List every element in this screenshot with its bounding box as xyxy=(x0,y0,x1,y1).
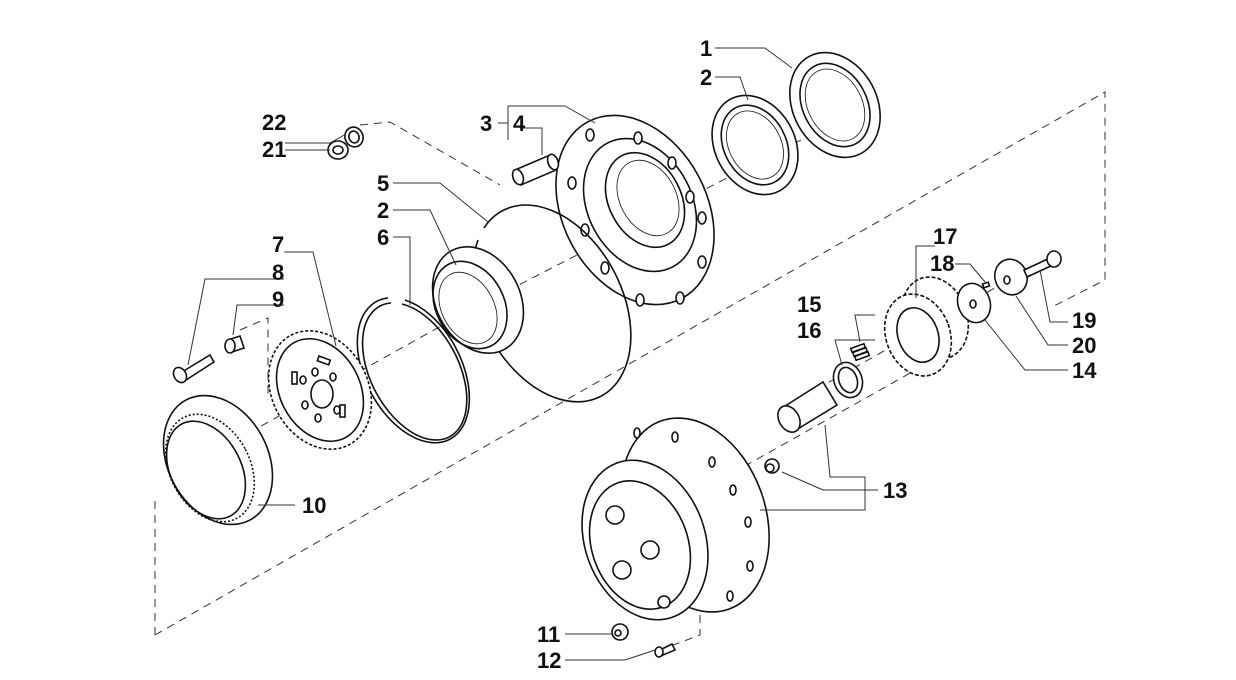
callout-11: 11 xyxy=(537,622,560,647)
leader-lines xyxy=(187,47,1068,661)
part-washer-small[interactable] xyxy=(342,125,366,150)
part-plug[interactable] xyxy=(611,623,629,641)
part-hub[interactable] xyxy=(524,88,745,332)
part-nut[interactable] xyxy=(327,140,349,160)
callout-2-inner: 2 xyxy=(377,198,389,223)
callout-14: 14 xyxy=(1072,358,1097,383)
part-plug-13[interactable] xyxy=(764,458,780,474)
part-spacer-ring[interactable] xyxy=(829,358,868,401)
callout-1: 1 xyxy=(700,36,712,61)
callout-22: 22 xyxy=(262,110,286,135)
part-pin[interactable] xyxy=(981,281,991,289)
part-planet-carrier[interactable] xyxy=(561,397,795,637)
part-ring-gear[interactable] xyxy=(142,376,294,543)
part-seal[interactable] xyxy=(772,37,898,174)
part-bushing[interactable] xyxy=(224,334,246,354)
callout-2-outer: 2 xyxy=(700,65,712,90)
callout-10: 10 xyxy=(302,493,326,518)
part-needle-rollers[interactable] xyxy=(849,342,871,362)
callout-19: 19 xyxy=(1072,308,1096,333)
callout-21: 21 xyxy=(262,137,286,162)
callout-6: 6 xyxy=(377,225,389,250)
callout-9: 9 xyxy=(272,287,284,312)
part-bolt[interactable] xyxy=(1022,250,1062,279)
carrier-bolt-holes xyxy=(633,427,754,602)
callout-16: 16 xyxy=(797,318,821,343)
part-screw-small[interactable] xyxy=(654,642,677,658)
part-planet-gear[interactable] xyxy=(874,268,980,386)
callout-7: 7 xyxy=(272,232,284,257)
part-screw[interactable] xyxy=(171,353,216,385)
callout-18: 18 xyxy=(930,251,954,276)
part-ring-gear-carrier[interactable] xyxy=(249,313,392,468)
callout-17: 17 xyxy=(933,224,957,249)
callout-20: 20 xyxy=(1072,333,1096,358)
callout-labels: 1 2 3 4 5 2 6 7 8 9 10 11 12 13 14 15 16… xyxy=(262,36,1097,673)
callout-15: 15 xyxy=(797,292,821,317)
part-snap-ring[interactable] xyxy=(356,297,471,444)
hub-bolt-holes xyxy=(567,128,707,307)
part-planet-pin[interactable] xyxy=(773,380,839,436)
callout-8: 8 xyxy=(272,260,284,285)
part-washer[interactable] xyxy=(990,255,1032,300)
callout-3: 3 xyxy=(480,111,492,136)
part-thrust-washer[interactable] xyxy=(952,279,996,328)
callout-5: 5 xyxy=(377,171,389,196)
callout-13: 13 xyxy=(883,478,907,503)
part-wheel-stud[interactable] xyxy=(511,153,561,187)
callout-12: 12 xyxy=(537,648,561,673)
callout-4: 4 xyxy=(513,111,526,136)
part-bearing-outer[interactable] xyxy=(695,80,814,209)
part-bearing-inner[interactable] xyxy=(415,231,542,369)
